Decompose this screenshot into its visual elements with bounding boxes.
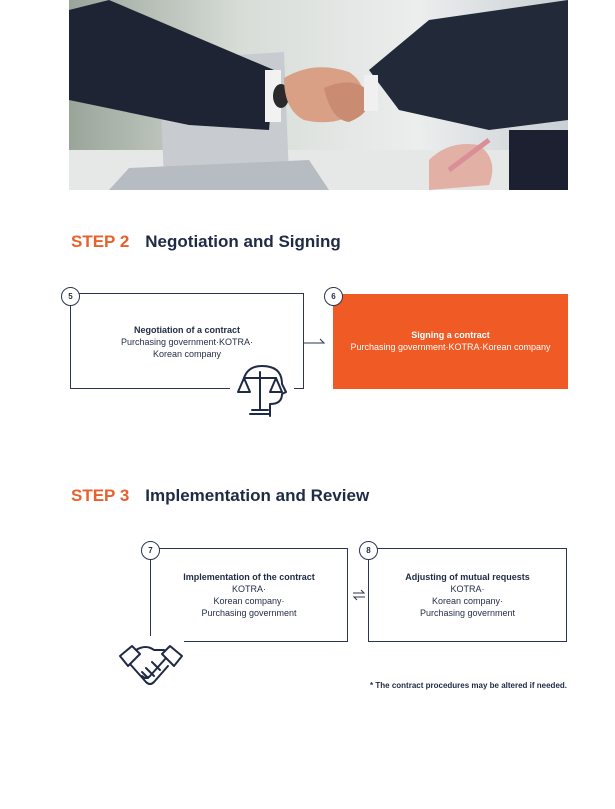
scale-head-icon: [230, 360, 294, 420]
box6-line1: Purchasing government·KOTRA·Korean compa…: [350, 342, 551, 352]
step2-title: Negotiation and Signing: [145, 232, 341, 251]
box8-line1: KOTRA·: [450, 584, 485, 594]
box5-line1: Purchasing government·KOTRA·: [120, 337, 254, 347]
step-badge-7: 7: [141, 541, 160, 560]
handshake-icon: [118, 636, 184, 692]
handshake-photo: [69, 0, 568, 190]
arrow-right-icon: [304, 334, 326, 344]
exchange-arrows-icon: [352, 588, 366, 602]
step-box-6: Signing a contract Purchasing government…: [333, 294, 568, 389]
step2-heading: STEP 2 Negotiation and Signing: [71, 232, 341, 252]
box7-line3: Purchasing government: [201, 608, 297, 618]
step-badge-8: 8: [359, 541, 378, 560]
step3-title: Implementation and Review: [145, 486, 370, 505]
step-box-8: Adjusting of mutual requests KOTRA· Kore…: [368, 548, 567, 642]
box8-line2: Korean company·: [431, 596, 504, 606]
box6-title: Signing a contract: [411, 330, 490, 340]
step-badge-5: 5: [61, 287, 80, 306]
box8-title: Adjusting of mutual requests: [405, 572, 530, 582]
box5-line2: Korean company: [152, 349, 222, 359]
step2-label: STEP 2: [71, 232, 130, 251]
box7-line1: KOTRA·: [231, 584, 266, 594]
step3-heading: STEP 3 Implementation and Review: [71, 486, 369, 506]
step3-label: STEP 3: [71, 486, 130, 505]
box7-title: Implementation of the contract: [183, 572, 315, 582]
box5-title: Negotiation of a contract: [133, 325, 240, 335]
box7-line2: Korean company·: [213, 596, 285, 606]
box8-line3: Purchasing government: [419, 608, 516, 618]
step-badge-6: 6: [324, 287, 343, 306]
step-box-7: Implementation of the contract KOTRA· Ko…: [150, 548, 348, 642]
footnote: * The contract procedures may be altered…: [370, 681, 567, 690]
